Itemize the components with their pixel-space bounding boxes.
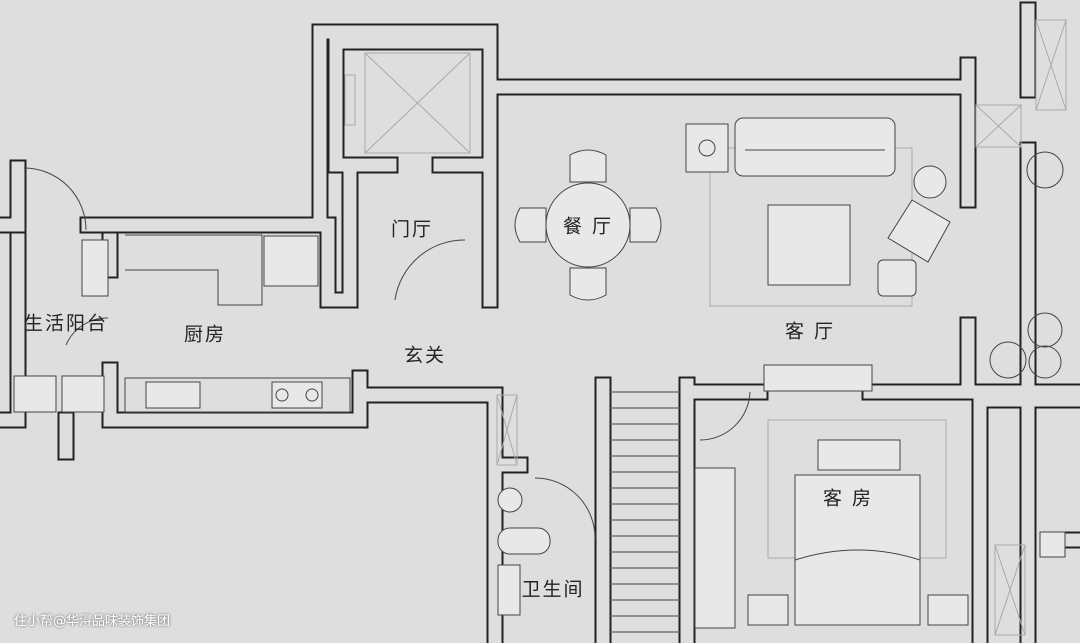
dining-set — [514, 149, 662, 301]
dryer-icon — [61, 375, 105, 413]
room-label-bathroom: 卫生间 — [521, 578, 585, 601]
washing-machine-icon — [13, 375, 57, 413]
bathroom-fixtures — [497, 487, 551, 616]
tv-cabinet — [763, 364, 873, 392]
balcony-fixtures — [13, 239, 109, 413]
room-label-foyer: 门厅 — [390, 218, 434, 241]
doors — [23, 167, 751, 539]
wardrobe — [694, 467, 736, 629]
room-label-living: 客 厅 — [784, 320, 836, 343]
plants — [989, 151, 1064, 379]
sink-icon — [145, 381, 201, 409]
basin-icon — [497, 487, 523, 513]
room-label-entrance: 玄关 — [403, 344, 447, 367]
room-label-kitchen: 厨房 — [183, 323, 227, 346]
kitchen-counters — [124, 234, 351, 413]
headboard-lamp — [817, 439, 901, 471]
armchair — [887, 199, 951, 263]
stairs — [612, 391, 680, 633]
room-label-balcony: 生活阳台 — [23, 312, 109, 335]
room-label-dining: 餐 厅 — [562, 215, 614, 238]
bedroom-furniture — [694, 419, 969, 629]
column — [1039, 531, 1066, 558]
stove-icon — [271, 381, 323, 409]
room-label-guest-room: 客 房 — [822, 487, 874, 510]
toilet-icon — [497, 527, 551, 555]
side-table — [685, 123, 729, 173]
ottoman — [877, 259, 917, 297]
coffee-table — [767, 204, 851, 286]
living-furniture — [685, 117, 951, 392]
watermark: 住小帮@华浔品味装饰集团 — [14, 614, 171, 629]
elevator — [344, 52, 471, 154]
windows — [496, 19, 1067, 636]
sofa — [734, 117, 896, 177]
